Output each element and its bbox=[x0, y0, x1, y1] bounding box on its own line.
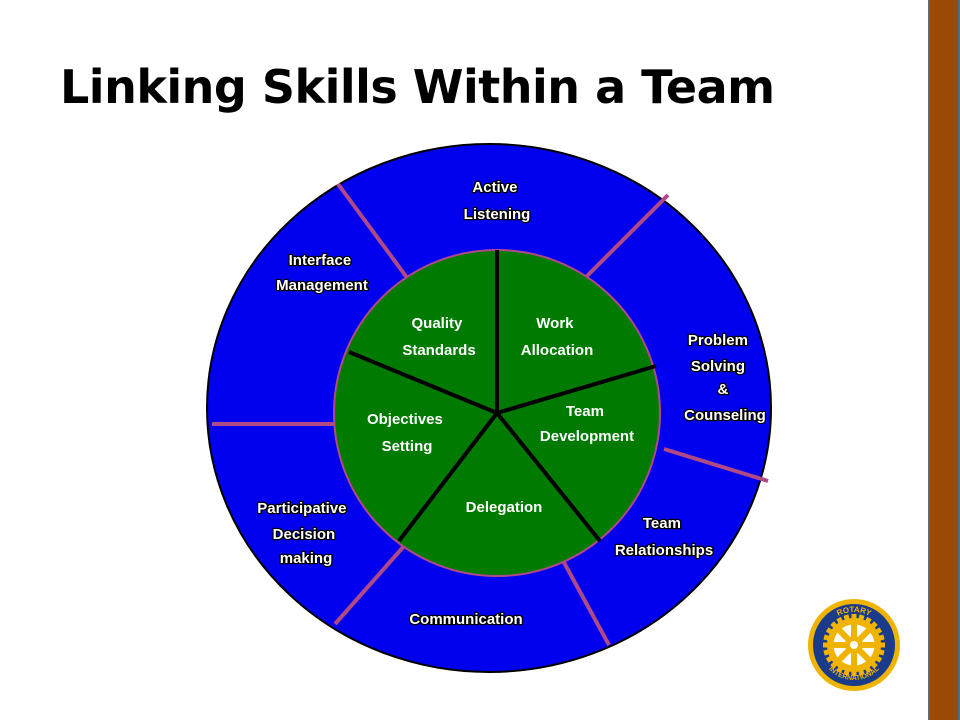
divider-line bbox=[663, 447, 769, 483]
slide-title: Linking Skills Within a Team bbox=[60, 60, 775, 114]
outer-label-problem-solving: Problem Solving & Counseling bbox=[684, 332, 766, 424]
outer-label-team-relationships: Team Relationships bbox=[615, 515, 713, 559]
outer-label-participative-decision-making: Participative Decision making bbox=[257, 500, 350, 567]
outer-label-interface-management: Interface Management bbox=[276, 252, 368, 294]
inner-label-work-allocation: Work Allocation bbox=[521, 315, 594, 359]
logo-gear-tooth bbox=[877, 649, 885, 656]
inner-label-team-development: Team Development bbox=[540, 403, 634, 445]
spoke-line bbox=[495, 411, 602, 543]
svg-text:ROTARY: ROTARY bbox=[835, 605, 873, 618]
outer-label-active-listening: Active Listening bbox=[464, 179, 531, 223]
inner-labels: Work Allocation Team Development Delegat… bbox=[367, 315, 634, 516]
logo-gear-tooth bbox=[823, 649, 831, 656]
spoke-line bbox=[496, 364, 657, 415]
logo-gear-tooth bbox=[858, 668, 865, 676]
rotary-wheel-icon: ROTARY INTERNATIONAL bbox=[808, 599, 900, 691]
spoke-line bbox=[348, 350, 498, 415]
logo-gear-tooth bbox=[879, 642, 885, 648]
outer-label-communication: Communication bbox=[409, 611, 522, 628]
logo-gear-tooth bbox=[858, 614, 865, 622]
logo-gear-tooth bbox=[851, 670, 857, 676]
inner-label-delegation: Delegation bbox=[466, 499, 543, 516]
logo-gear-tooth bbox=[843, 614, 850, 622]
outer-labels: Active Listening Problem Solving & Couns… bbox=[256, 178, 767, 630]
logo-top-text: ROTARY bbox=[835, 605, 873, 618]
inner-label-quality-standards: Quality Standards bbox=[402, 315, 475, 359]
divider-line bbox=[336, 182, 410, 281]
logo-gear-tooth bbox=[823, 634, 831, 641]
divider-line bbox=[584, 193, 670, 279]
logo-gear-tooth bbox=[877, 634, 885, 641]
inner-label-objectives-setting: Objectives Setting bbox=[367, 411, 447, 455]
divider-line bbox=[333, 543, 407, 626]
outer-ring-dividers bbox=[212, 182, 769, 646]
logo-gear-tooth bbox=[823, 642, 829, 648]
divider-line bbox=[559, 556, 611, 646]
inner-spokes bbox=[348, 250, 657, 543]
logo-gear-tooth bbox=[843, 668, 850, 676]
spoke-line bbox=[397, 411, 499, 543]
logo-gear-tooth bbox=[851, 614, 857, 620]
decorative-side-bar bbox=[928, 0, 960, 720]
